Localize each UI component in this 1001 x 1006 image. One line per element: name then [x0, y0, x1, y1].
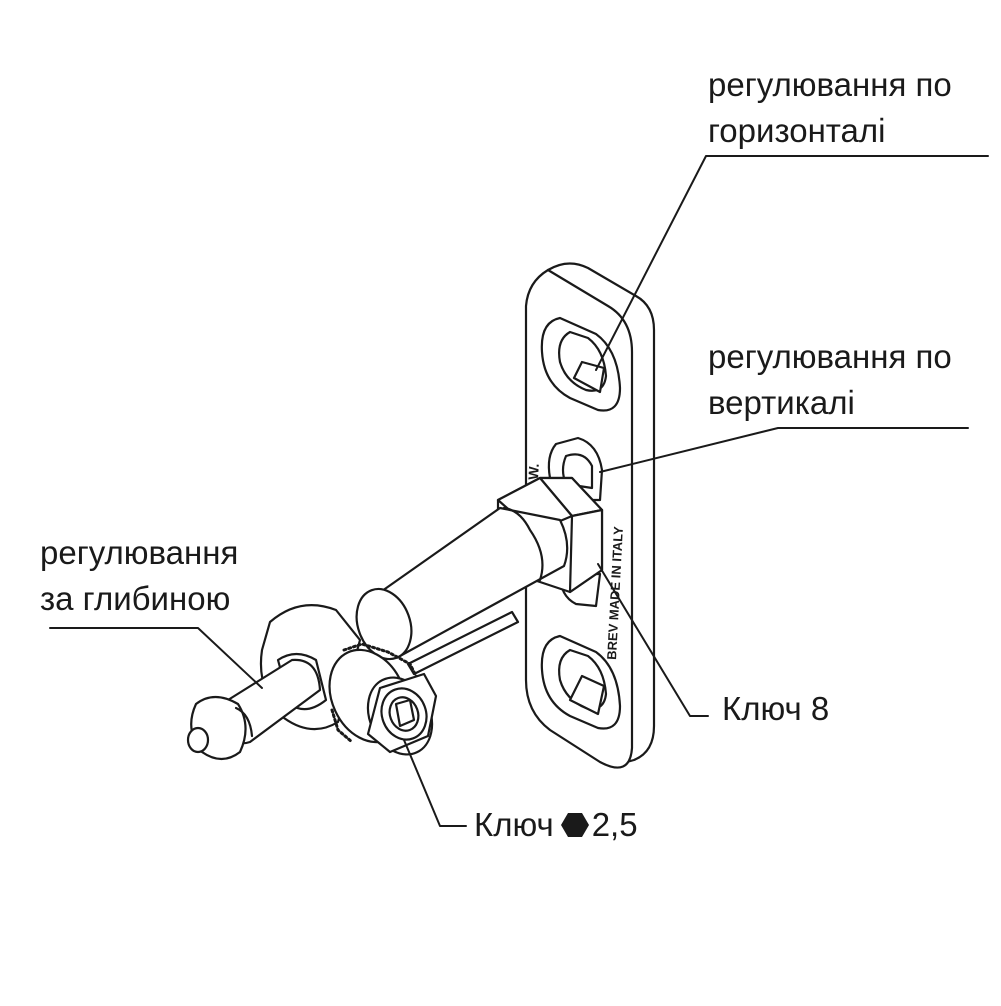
adjustment-screw [366, 672, 438, 754]
label-depth-line2: за глибиною [40, 580, 231, 617]
label-depth-line1: регулювання [40, 534, 239, 571]
callout-lines [49, 155, 989, 827]
label-vertical-adjustment: регулювання по вертикалі [708, 334, 952, 426]
guide-rod [406, 610, 520, 676]
main-cylinder [355, 506, 569, 661]
leader-vertical [599, 427, 969, 473]
bottom-slot [540, 634, 622, 730]
label-horizontal-adjustment: регулювання по горизонталі [708, 62, 952, 154]
label-vertical-line1: регулювання по [708, 338, 952, 375]
leader-key25 [403, 739, 467, 827]
leader-key8 [597, 563, 709, 717]
hexagon-icon [560, 813, 589, 837]
label-depth-adjustment: регулювання за глибиною [40, 530, 238, 622]
leader-depth [49, 627, 263, 689]
top-slot [540, 316, 622, 412]
label-key25-value: 2,5 [591, 806, 638, 843]
svg-text:W.: W. [525, 463, 542, 480]
label-key8-text: Ключ 8 [722, 690, 830, 727]
label-vertical-line2: вертикалі [708, 384, 855, 421]
label-key8: Ключ 8 [722, 686, 829, 732]
label-key25: Ключ 2,5 [474, 802, 638, 848]
depth-pin [186, 658, 322, 761]
label-horizontal-line1: регулювання по [708, 66, 952, 103]
leader-horizontal [595, 155, 989, 371]
mounting-plate: BREV MADE IN ITALY W. [524, 262, 656, 769]
label-key25-prefix: Ключ [474, 806, 554, 843]
label-horizontal-line2: горизонталі [708, 112, 886, 149]
